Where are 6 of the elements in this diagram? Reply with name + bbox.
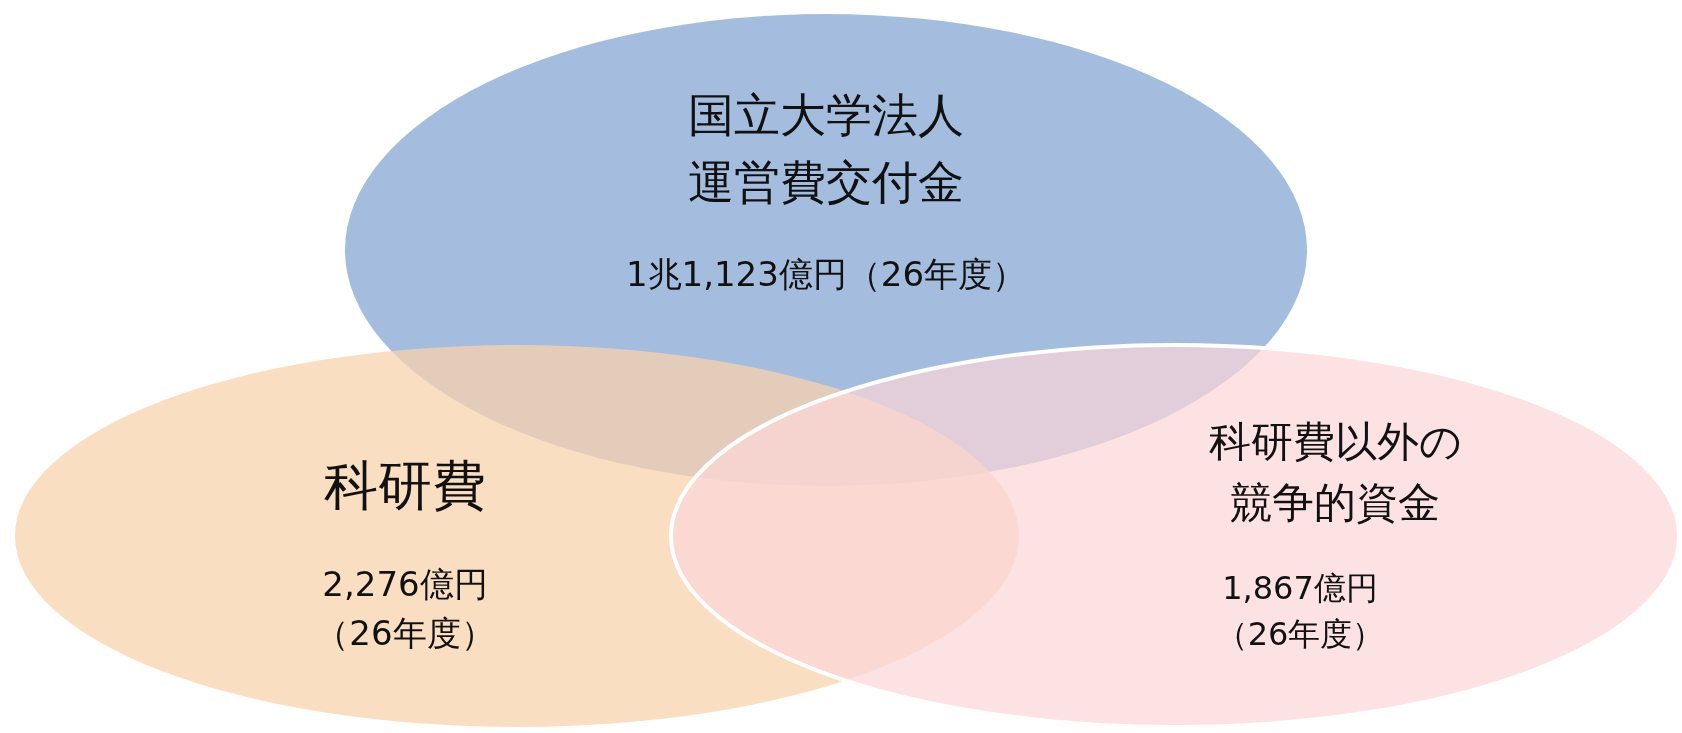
amount-text: 1兆1,123億円（26年度） <box>625 253 1027 296</box>
amount-text: 2,276億円（26年度） <box>314 563 496 656</box>
set-title: 科研費以外の競争的資金 <box>1207 416 1463 529</box>
set-title: 国立大学法人運営費交付金 <box>687 87 965 211</box>
amount-text: 1,867億円（26年度） <box>1214 568 1386 656</box>
set-title: 科研費 <box>324 453 486 519</box>
